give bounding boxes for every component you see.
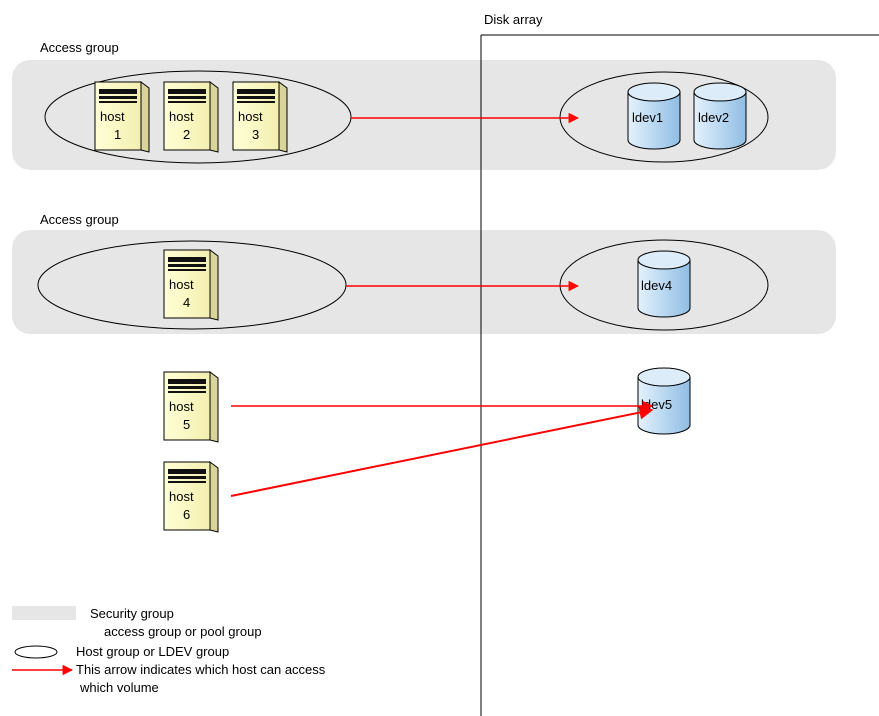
legend-arrow-line2: which volume — [79, 680, 159, 695]
host-6-number: 6 — [183, 507, 190, 522]
ldev2-disk: ldev2 — [693, 82, 747, 150]
legend-security-group-swatch — [12, 606, 76, 620]
host-5-label: host — [169, 399, 194, 414]
ldev4-disk: ldev4 — [637, 250, 691, 318]
legend: Security group access group or pool grou… — [12, 606, 326, 695]
host-2-number: 2 — [183, 127, 190, 142]
host-3-number: 3 — [252, 127, 259, 142]
legend-ellipse-swatch — [14, 645, 58, 659]
ldev1-label: ldev1 — [632, 110, 663, 125]
host-3-label: host — [238, 109, 263, 124]
host-4: host 4 — [163, 249, 219, 321]
legend-arrow-line1: This arrow indicates which host can acce… — [76, 662, 326, 677]
ldev1-disk: ldev1 — [627, 82, 681, 150]
host-1: host 1 — [94, 81, 150, 153]
host-6: host 6 — [163, 461, 219, 533]
host-1-number: 1 — [114, 127, 121, 142]
host-1-label: host — [100, 109, 125, 124]
ldev2-label: ldev2 — [698, 110, 729, 125]
access-group-1-label: Access group — [40, 40, 119, 55]
ldev4-label: ldev4 — [641, 278, 672, 293]
access-arrow-host-6 — [230, 405, 654, 497]
host-4-label: host — [169, 277, 194, 292]
ldev5-disk: ldev5 — [637, 367, 691, 435]
host-2: host 2 — [163, 81, 219, 153]
host-3: host 3 — [232, 81, 288, 153]
host-2-label: host — [169, 109, 194, 124]
ldev5-label: ldev5 — [641, 397, 672, 412]
host-5: host 5 — [163, 371, 219, 443]
host-4-number: 4 — [183, 295, 190, 310]
legend-host-group: Host group or LDEV group — [76, 644, 229, 659]
disk-array-label: Disk array — [484, 12, 543, 27]
legend-security-group: Security group — [90, 606, 174, 621]
host-6-label: host — [169, 489, 194, 504]
legend-security-group-sub: access group or pool group — [104, 624, 262, 639]
host-5-number: 5 — [183, 417, 190, 432]
access-group-2-label: Access group — [40, 212, 119, 227]
